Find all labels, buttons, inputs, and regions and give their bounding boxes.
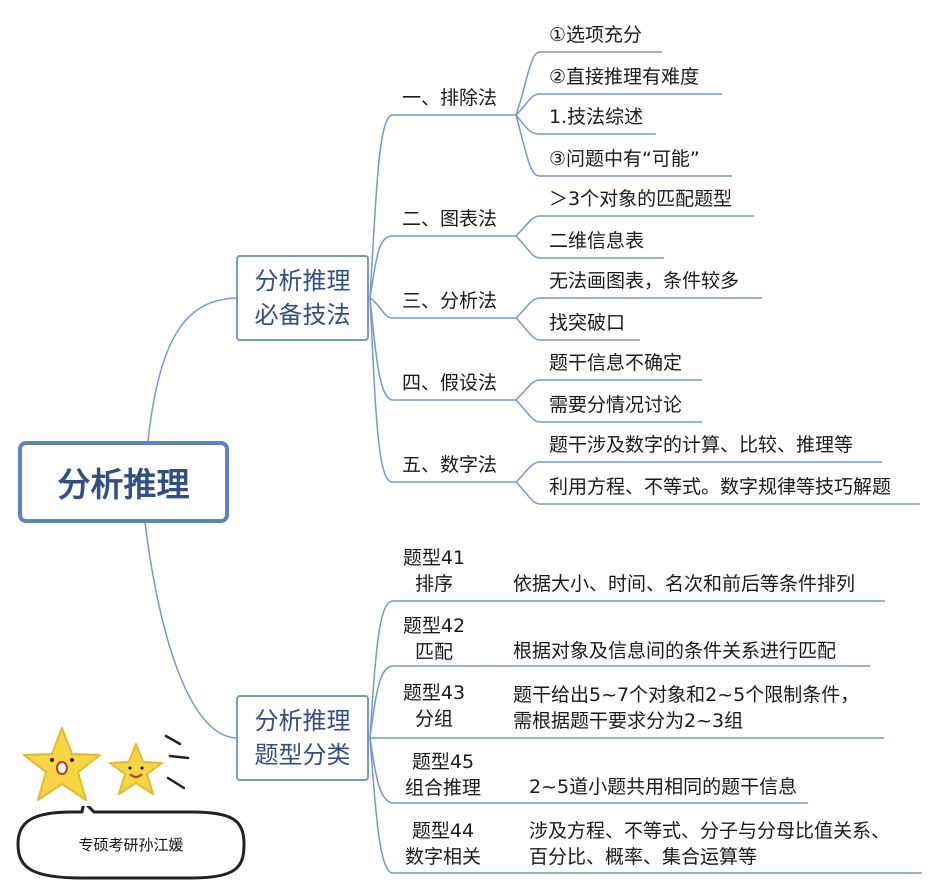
type-43-description-line: 题干给出5~7个对象和2~5个限制条件，	[513, 682, 859, 708]
numeric-item[interactable]: 利用方程、不等式。数字规律等技巧解题	[549, 475, 891, 499]
type-44-description-line: 涉及方程、不等式、分子与分母比值关系、	[529, 818, 890, 844]
chart-item[interactable]: 二维信息表	[549, 229, 644, 253]
hypothesis-item[interactable]: 需要分情况讨论	[549, 393, 682, 417]
elimination-item[interactable]: ②直接推理有难度	[549, 65, 699, 89]
type-41-name: 排序	[394, 571, 474, 597]
type-45-description[interactable]: 2~5道小题共用相同的题干信息	[529, 775, 797, 799]
elimination-item[interactable]: 1.技法综述	[549, 105, 643, 129]
type-44-description-line: 百分比、概率、集合运算等	[529, 844, 890, 870]
type-44-name: 数字相关	[398, 844, 488, 870]
type-41-description[interactable]: 依据大小、时间、名次和前后等条件排列	[513, 572, 855, 596]
sparkle-icon	[166, 736, 188, 788]
type-44-code: 题型44	[398, 818, 488, 844]
root-label: 分析推理	[58, 458, 190, 506]
type-42-description[interactable]: 根据对象及信息间的条件关系进行匹配	[513, 639, 836, 663]
branch-question-types-line2: 题型分类	[255, 738, 351, 772]
watermark-text: 专硕考研孙江媛	[12, 834, 250, 856]
big-star-icon	[24, 728, 100, 800]
elimination-item[interactable]: ③问题中有“可能”	[549, 147, 700, 171]
type-44-description[interactable]: 涉及方程、不等式、分子与分母比值关系、 百分比、概率、集合运算等	[529, 818, 890, 870]
small-star-icon	[110, 744, 162, 794]
method-elimination[interactable]: 一、排除法	[402, 86, 497, 110]
type-43-code: 题型43	[394, 680, 474, 706]
type-42[interactable]: 题型42 匹配	[394, 613, 474, 665]
type-42-code: 题型42	[394, 613, 474, 639]
hypothesis-item[interactable]: 题干信息不确定	[549, 351, 682, 375]
method-hypothesis[interactable]: 四、假设法	[402, 371, 497, 395]
analysis-item[interactable]: 无法画图表，条件较多	[549, 269, 739, 293]
type-42-name: 匹配	[394, 639, 474, 665]
branch-question-types-line1: 分析推理	[255, 704, 351, 738]
type-45-code: 题型45	[398, 749, 488, 775]
type-41[interactable]: 题型41 排序	[394, 545, 474, 597]
branch-question-types[interactable]: 分析推理 题型分类	[236, 695, 369, 781]
type-45[interactable]: 题型45 组合推理	[398, 749, 488, 801]
numeric-item[interactable]: 题干涉及数字的计算、比较、推理等	[549, 433, 853, 457]
root-node[interactable]: 分析推理	[18, 441, 229, 523]
elimination-item[interactable]: ①选项充分	[549, 23, 642, 47]
branch-techniques-line1: 分析推理	[255, 264, 351, 298]
type-43[interactable]: 题型43 分组	[394, 680, 474, 732]
method-numeric[interactable]: 五、数字法	[402, 453, 497, 477]
method-chart[interactable]: 二、图表法	[402, 207, 497, 231]
type-43-name: 分组	[394, 706, 474, 732]
chart-item[interactable]: ＞3个对象的匹配题型	[549, 187, 732, 211]
branch-techniques-line2: 必备技法	[255, 298, 351, 332]
type-43-description-line: 需根据题干要求分为2~3组	[513, 708, 859, 734]
method-analysis[interactable]: 三、分析法	[402, 289, 497, 313]
type-45-name: 组合推理	[398, 775, 488, 801]
analysis-item[interactable]: 找突破口	[549, 311, 625, 335]
type-41-code: 题型41	[394, 545, 474, 571]
type-43-description[interactable]: 题干给出5~7个对象和2~5个限制条件， 需根据题干要求分为2~3组	[513, 682, 859, 734]
branch-techniques[interactable]: 分析推理 必备技法	[236, 255, 369, 341]
type-44[interactable]: 题型44 数字相关	[398, 818, 488, 870]
